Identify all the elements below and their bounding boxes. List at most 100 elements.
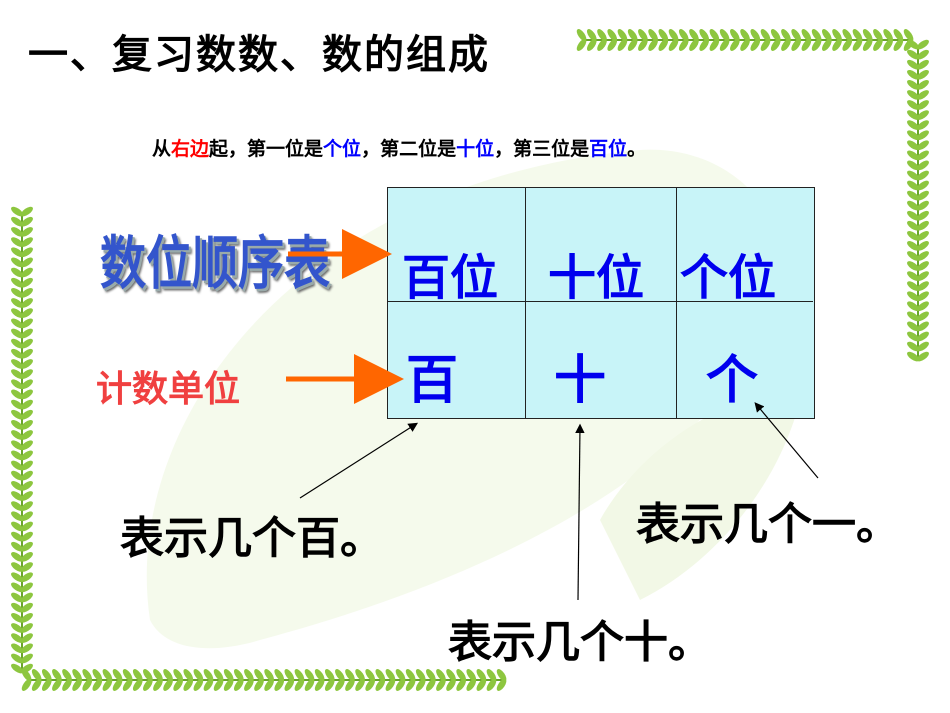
vine-leaf — [907, 220, 920, 231]
vine-leaf — [627, 38, 638, 51]
page-title: 一、复习数数、数的组成 — [28, 32, 490, 78]
vine-leaf — [11, 308, 24, 318]
vine-leaf — [20, 227, 33, 237]
vine-leaf — [11, 643, 24, 654]
vine-leaf — [11, 318, 24, 329]
vine-leaf — [415, 669, 426, 682]
vine-leaf — [11, 409, 24, 420]
vine-leaf — [11, 612, 24, 623]
vine-leaf — [740, 29, 750, 42]
vine-leaf — [907, 321, 920, 332]
vine-leaf — [781, 29, 791, 42]
vine-leaf — [770, 29, 781, 42]
vine-leaf — [11, 592, 24, 603]
vine-leaf — [345, 678, 355, 691]
vine-leaf — [304, 669, 315, 682]
vine-leaf — [916, 281, 929, 291]
vine-leaf — [20, 277, 33, 288]
vine-leaf — [750, 38, 761, 51]
vine-leaf — [466, 669, 477, 682]
vine-leaf — [20, 409, 33, 420]
vine-leaf — [163, 678, 173, 691]
vine-leaf — [92, 678, 103, 691]
vine-leaf — [466, 678, 477, 691]
vine-leaf — [456, 678, 466, 691]
intro-text: 从 — [152, 138, 172, 160]
intro-highlight-ones: 个位 — [323, 138, 362, 160]
vine-leaf — [916, 130, 929, 140]
vine-leaf — [173, 669, 183, 682]
vine-leaf — [916, 69, 929, 80]
vine-leaf — [607, 38, 618, 51]
vine-leaf — [486, 678, 497, 691]
vine-leaf — [907, 150, 920, 161]
vine-leaf — [801, 38, 812, 51]
vine-leaf — [907, 281, 920, 291]
vine-leaf — [41, 669, 52, 682]
vine-leaf — [132, 678, 143, 691]
vine-leaf — [72, 678, 82, 691]
vine-leaf — [873, 38, 883, 51]
vine-leaf — [916, 90, 929, 100]
vine-leaf — [20, 653, 33, 664]
vine-leaf — [11, 420, 24, 430]
vine-leaf — [883, 29, 893, 42]
vine-leaf — [20, 267, 33, 278]
intro-highlight-right: 右边 — [171, 138, 210, 160]
vine-leaf — [426, 669, 436, 682]
vine-leaf — [842, 38, 853, 51]
vine-leaf — [20, 257, 33, 268]
vine-leaf — [122, 669, 133, 682]
vine-leaf — [638, 29, 648, 42]
vine-leaf — [335, 678, 345, 691]
vine-leaf — [689, 29, 699, 42]
vine-leaf — [617, 38, 628, 51]
vine-leaf — [385, 678, 396, 691]
vine-leaf — [223, 669, 234, 682]
vine-leaf — [62, 669, 72, 682]
vine-leaf — [20, 348, 33, 359]
table-divider — [388, 301, 813, 302]
vine-leaf — [832, 29, 842, 42]
vine-leaf — [907, 170, 920, 181]
vine-leaf — [213, 678, 224, 691]
place-value-table: 百位 十位 个位 百 十 个 — [387, 187, 815, 419]
vine-leaf — [907, 311, 920, 322]
vine-leaf — [41, 678, 52, 691]
table-divider — [676, 188, 677, 418]
vine-leaf — [20, 338, 33, 349]
vine-leaf — [153, 669, 163, 682]
unit-hundreds: 百 — [406, 351, 459, 411]
vine-leaf — [760, 38, 771, 51]
vine-leaf — [355, 678, 365, 691]
vine-leaf — [143, 669, 153, 682]
vine-leaf — [11, 480, 24, 491]
vine-leaf — [907, 341, 920, 352]
vine-leaf — [907, 200, 920, 211]
vine-leaf — [20, 521, 33, 532]
vine-leaf — [20, 531, 33, 542]
vine-leaf — [72, 669, 82, 682]
vine-leaf — [648, 38, 658, 51]
vine-leaf — [678, 29, 689, 42]
vine-leaf — [916, 341, 929, 352]
vine-leaf — [740, 38, 750, 51]
vine-leaf — [365, 678, 375, 691]
vine-leaf — [907, 210, 920, 221]
vine-leaf — [781, 38, 791, 51]
vine-leaf — [11, 206, 24, 217]
vine-leaf — [20, 643, 33, 654]
vine-leaf — [907, 301, 920, 312]
vine-leaf — [20, 562, 33, 572]
vine-leaf — [112, 669, 123, 682]
vine-leaf — [907, 120, 920, 130]
vine-leaf — [365, 669, 375, 682]
vine-leaf — [907, 160, 920, 171]
vine-leaf — [314, 669, 325, 682]
vine-leaf — [907, 331, 920, 342]
vine-leaf — [916, 200, 929, 211]
vine-leaf — [907, 251, 920, 261]
vine-leaf — [233, 678, 244, 691]
vine-leaf — [648, 29, 658, 42]
vine-leaf — [173, 678, 183, 691]
